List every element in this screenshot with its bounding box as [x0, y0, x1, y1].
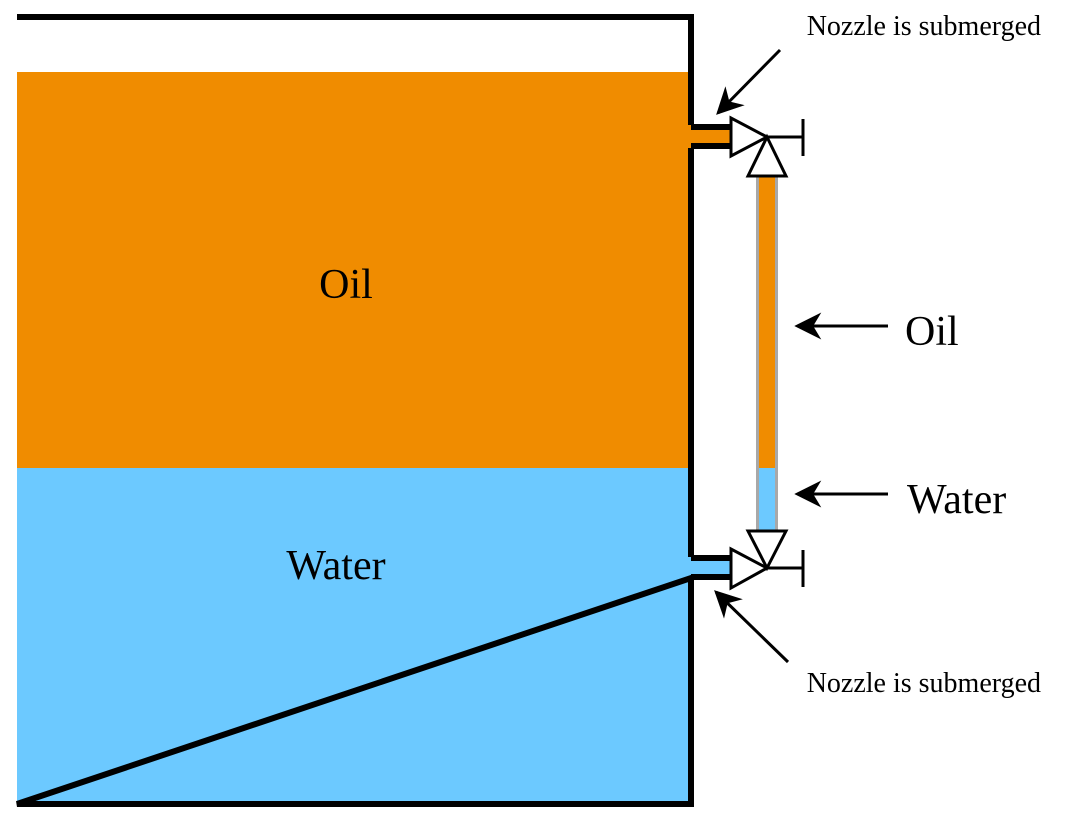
bottom-nozzle-annotation: Nozzle is submerged [807, 668, 1041, 699]
top-nozzle-arrow-icon [716, 48, 782, 115]
top-valve-icon [729, 115, 805, 178]
sight-glass-water [759, 468, 775, 534]
top-nozzle-fill [691, 128, 731, 145]
gauge-oil-label: Oil [905, 309, 959, 355]
sight-glass [756, 175, 778, 534]
tank-outline [16, 14, 694, 807]
tank-water-layer [17, 468, 691, 804]
bottom-nozzle-arrow-icon [714, 590, 790, 664]
tank-water-label: Water [286, 543, 385, 589]
top-nozzle-annotation: Nozzle is submerged [807, 11, 1041, 42]
gauge-water-label: Water [907, 477, 1006, 523]
bottom-nozzle [691, 555, 733, 580]
tank-oil-layer [17, 72, 691, 468]
bottom-nozzle-fill [691, 559, 731, 576]
bottom-valve-icon [729, 529, 805, 591]
tank-oil-label: Oil [319, 262, 373, 308]
sight-glass-oil [759, 175, 775, 468]
top-nozzle [691, 124, 733, 149]
